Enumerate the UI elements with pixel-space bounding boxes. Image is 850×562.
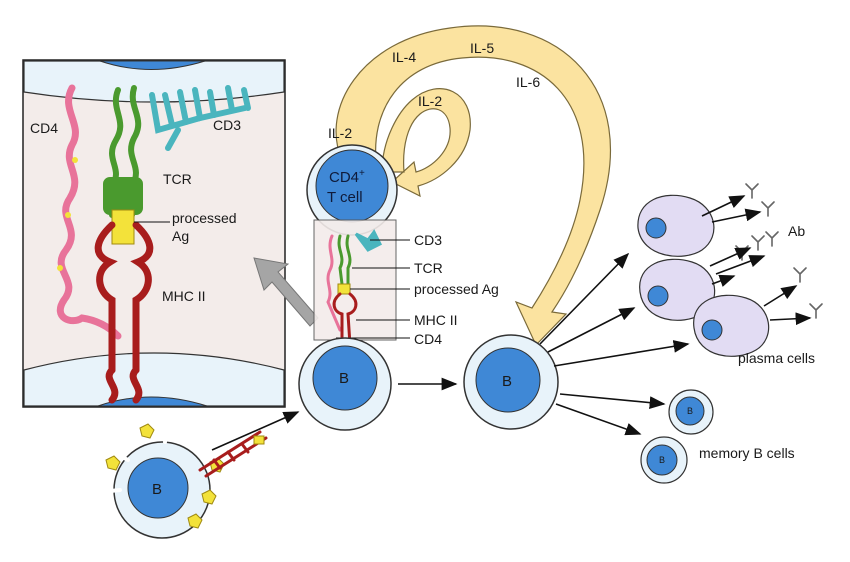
synapse-mhc2-label: MHC II [414,312,458,328]
inset-b-cell-membrane [23,352,285,407]
inset-processed-label: processed [172,210,237,226]
il5-label: IL-5 [470,40,494,56]
inset-mhc2-label: MHC II [162,288,206,304]
zoom-arrow [253,257,319,327]
internalized-mhc-complex [198,430,268,478]
inset-mhc2-molecule [94,221,154,404]
il2-outer-label: IL-2 [328,125,352,141]
bcr-receptors [92,416,178,502]
il2-inner-label: IL-2 [418,93,442,109]
synapse-tcr-label: TCR [414,260,443,276]
plasma-cell-1 [637,194,715,257]
cytokine-arrow-autocrine [381,88,471,198]
inset-cd4-molecule [56,84,122,340]
ab-label: Ab [788,223,805,239]
plasma-cell-3 [693,294,770,357]
antibodies [735,183,823,319]
cytokine-arrow-large [335,25,611,347]
plasma-cells-label: plasma cells [738,350,815,366]
il6-label: IL-6 [516,74,540,90]
synapse-cd3-label: CD3 [414,232,442,248]
inset-cd3-molecule [149,85,251,151]
flow-arrows [211,195,812,451]
inset-t-cell-membrane [23,60,285,103]
inset-ag-label: Ag [172,228,189,244]
memory-b1-label: B [687,406,693,416]
b-cell-activating: B [298,337,392,431]
inset-cd4-label: CD4 [30,120,58,136]
inset-t-cell-nucleus [99,60,206,70]
antigen-particles [105,423,225,529]
plasma-cell-2 [639,258,716,321]
inset-processed-antigen [111,209,135,245]
b-naive-label: B [152,481,162,498]
inset-tcr-molecule [103,85,143,218]
inset-tcr-label: TCR [163,171,192,187]
t-cell-cd4-label: CD4+ [329,168,365,186]
synapse-processed-ag-label: processed Ag [414,281,499,297]
synapse-molecules [326,229,383,347]
synapse-box [313,219,397,341]
synapse-inset: CD4 CD3 TCR processed Ag MHC II [22,59,286,408]
cd4-t-cell: CD4+ T cell [306,144,398,236]
synapse-cd4-label: CD4 [414,331,442,347]
memory-b-cell-1: B [668,389,714,435]
t-cell-label: T cell [327,189,363,206]
synapse-leaders [336,239,410,339]
b-activated-label: B [502,373,512,390]
b-cell-activated: B [463,334,559,430]
memory-b-cell-2: B [640,436,688,484]
memory-b-cells-label: memory B cells [699,445,795,461]
il4-label: IL-4 [392,49,416,65]
b-activating-label: B [339,370,349,387]
memory-b2-label: B [659,455,665,465]
inset-cd3-label: CD3 [213,117,241,133]
b-cell-naive: B [92,416,268,539]
